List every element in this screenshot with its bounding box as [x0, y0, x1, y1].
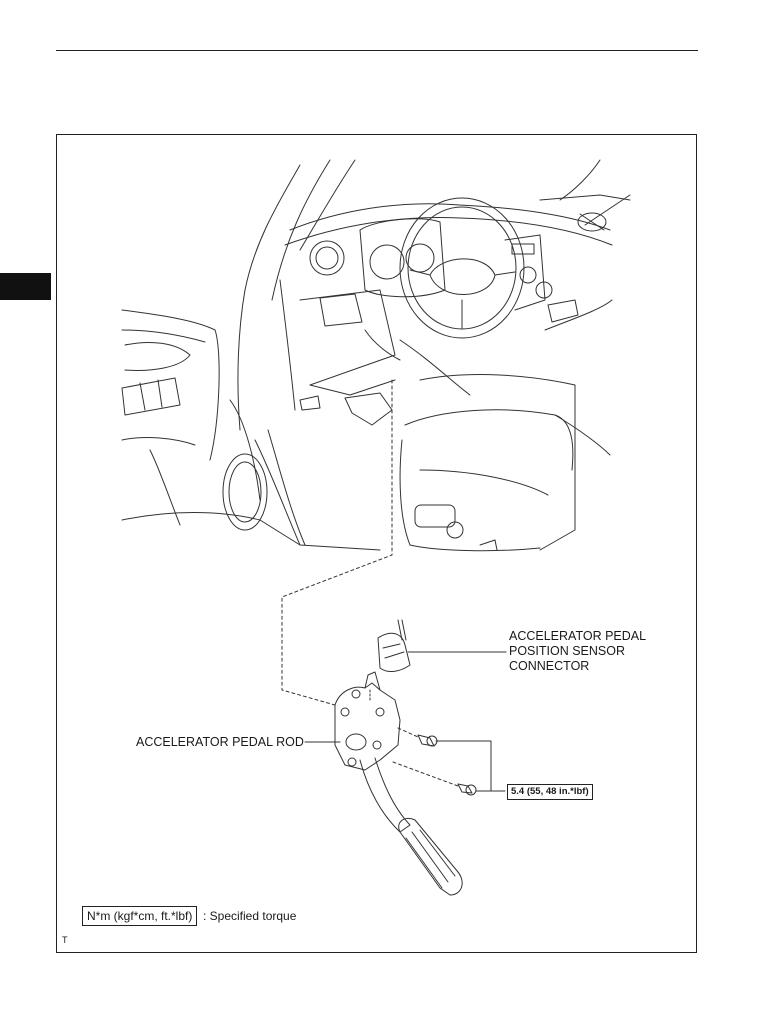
section-tab — [0, 273, 51, 300]
torque-spec-box: 5.4 (55, 48 in.*lbf) — [507, 784, 593, 800]
legend-description: : Specified torque — [203, 909, 297, 923]
location-leader-line — [281, 379, 393, 706]
torque-callout-line — [435, 740, 506, 792]
header-rule — [56, 50, 698, 51]
legend-unit-box: N*m (kgf*cm, ft.*lbf) — [82, 906, 198, 926]
pedal-rod-label: ACCELERATOR PEDAL ROD — [136, 735, 304, 749]
vehicle-interior-drawing — [121, 159, 631, 552]
sensor-connector-label: ACCELERATOR PEDAL POSITION SENSOR CONNEC… — [509, 629, 647, 673]
illustration-frame — [56, 134, 697, 953]
accelerator-pedal-assembly — [304, 619, 507, 896]
corner-mark: T — [62, 935, 68, 945]
